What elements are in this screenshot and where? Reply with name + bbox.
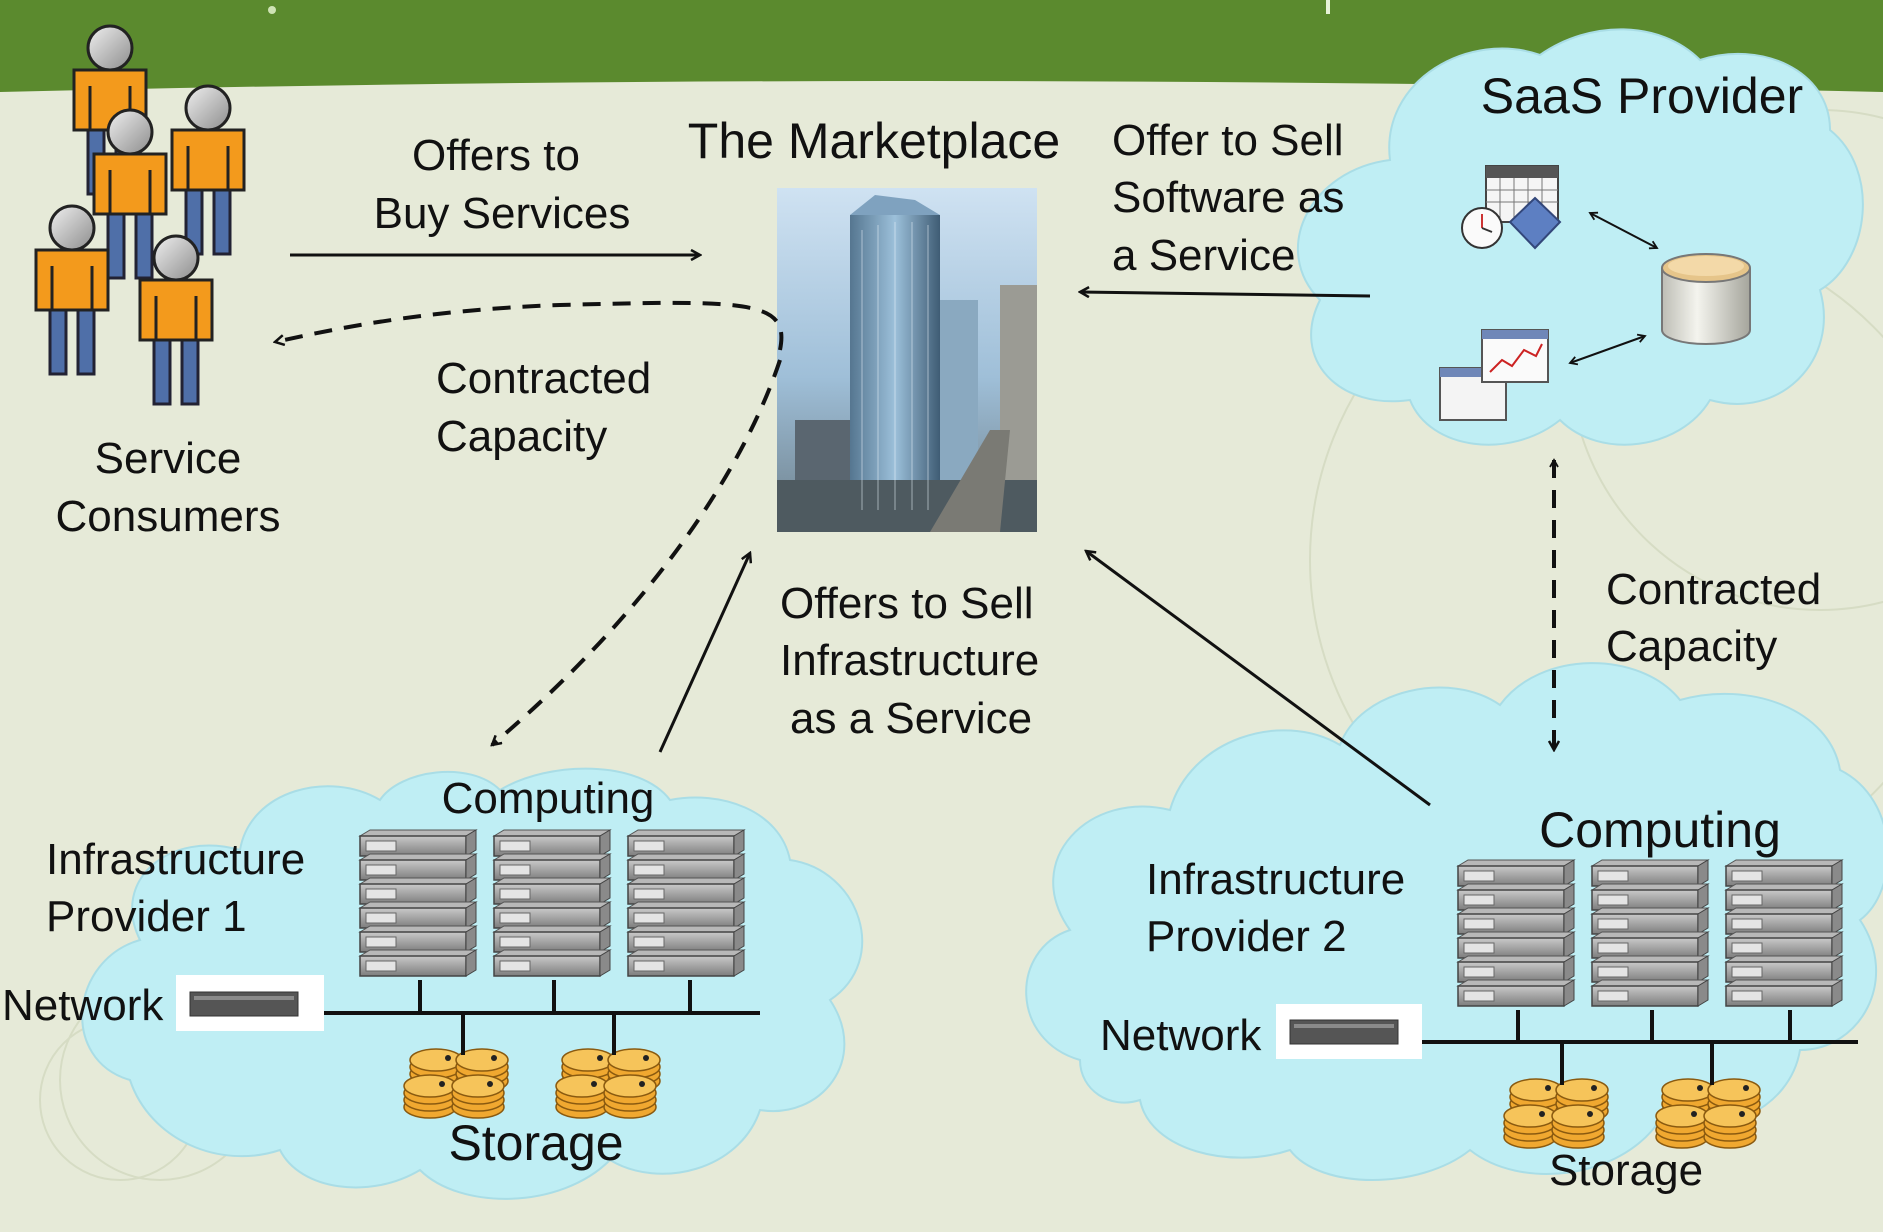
server-rack-icon [1456,859,1576,1007]
infra2-title-line1: Infrastructure [1146,855,1405,904]
header-dot [268,6,276,14]
iaas-offer-label-line3: as a Service [790,694,1032,743]
infra2-computing-label: Computing [1539,802,1781,858]
contracted-capacity-label-line2: Capacity [436,412,607,461]
service-consumers-label-line2: Consumers [56,492,281,541]
disk-stack-icon [1655,1078,1761,1149]
infra2-network-bus [1360,1010,1858,1085]
infra2-offers-arrow [1086,551,1431,807]
database-icon [1661,253,1751,345]
server-rack-icon [358,829,478,977]
infra1-switch-icon [176,975,324,1031]
server-rack-icon [1590,859,1710,1007]
person-icon [170,84,246,256]
saas-offer-label-line2: Software as [1112,173,1344,222]
infra2-network-label: Network [1100,1011,1262,1060]
infra2-title-line2: Provider 2 [1146,912,1347,961]
disk-stack-icon [1503,1078,1609,1149]
storage-disks [403,1048,1761,1149]
marketplace-title: The Marketplace [688,113,1060,169]
person-icon [34,204,110,376]
infra2-switch-icon [1276,1004,1422,1059]
marketplace-building-image [777,188,1037,532]
iaas-offer-label-line2: Infrastructure [780,636,1039,685]
server-rack-icon [1724,859,1844,1007]
server-rack-icon [492,829,612,977]
person-icon [138,234,214,406]
service-consumers-label-line1: Service [95,434,242,483]
infra2-storage-label: Storage [1549,1146,1703,1195]
infrastructure-provider-2-cloud [1025,662,1883,1181]
contracted-capacity-saas-label-line2: Capacity [1606,622,1777,671]
iaas-offer-label-line1: Offers to Sell [780,579,1034,628]
infra1-network-label: Network [2,981,164,1030]
server-rack-icon [626,829,746,977]
saas-offer-label-line3: a Service [1112,231,1295,280]
offers-to-buy-label-line1: Offers to [412,131,580,180]
infra1-offers-arrow [658,553,750,753]
window-database-link [1568,333,1647,366]
header-letter-fragment [1326,0,1330,14]
saas-offer-arrow [1080,292,1371,296]
infra1-network-bus [270,980,760,1055]
monitoring-window-icon [1439,329,1549,421]
service-consumers-group [34,24,246,406]
contracted-capacity-saas-label-line1: Contracted [1606,565,1821,614]
disk-stack-icon [403,1048,509,1119]
infra1-title-line1: Infrastructure [46,835,305,884]
calendar-clock-icon [1461,165,1562,250]
contracted-capacity-infra1-arrow [492,359,782,745]
offers-to-buy-label-line2: Buy Services [374,189,631,238]
infra1-title-line2: Provider 1 [46,892,247,941]
saas-provider-title: SaaS Provider [1481,68,1803,124]
person-icon [92,108,168,280]
infra1-storage-label: Storage [448,1115,623,1171]
infra1-computing-label: Computing [442,774,655,823]
server-racks [358,829,1844,1007]
contracted-capacity-consumer-arrow [275,300,784,351]
saas-offer-label-line1: Offer to Sell [1112,116,1344,165]
disk-stack-icon [555,1048,661,1119]
contracted-capacity-label-line1: Contracted [436,354,651,403]
calendar-database-link [1588,211,1659,250]
